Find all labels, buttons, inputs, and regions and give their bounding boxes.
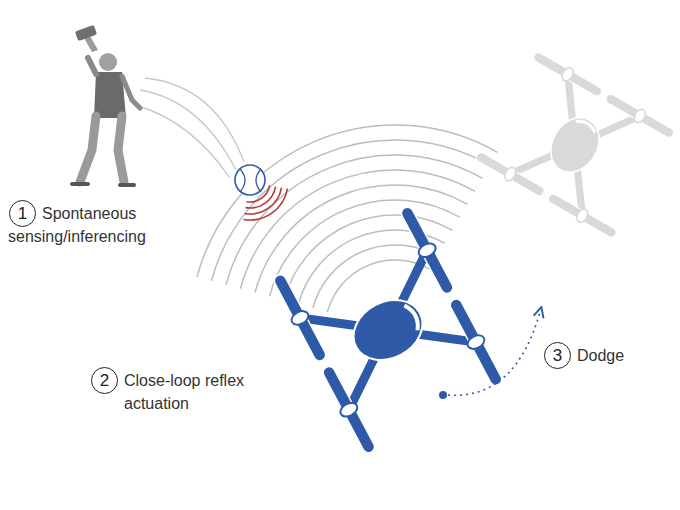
step-label: Close-loop reflex actuation	[124, 369, 274, 415]
callout-text: 2	[100, 372, 109, 389]
ball	[235, 165, 287, 220]
step-label: Dodge	[577, 344, 667, 367]
callout-text: 3	[553, 347, 562, 364]
ghost-drone	[473, 49, 676, 241]
callout-number: 2	[91, 367, 118, 394]
callout-text: 1	[18, 205, 27, 222]
person-figure	[72, 25, 140, 185]
sensing-waves	[197, 125, 498, 312]
trajectory-lines	[135, 78, 244, 178]
drone	[270, 204, 507, 457]
dodge-arrow	[439, 312, 540, 399]
callout-number: 1	[9, 200, 36, 227]
callout-number: 3	[544, 342, 571, 369]
step-label: Spontaneous sensing/inferencing	[8, 202, 218, 248]
